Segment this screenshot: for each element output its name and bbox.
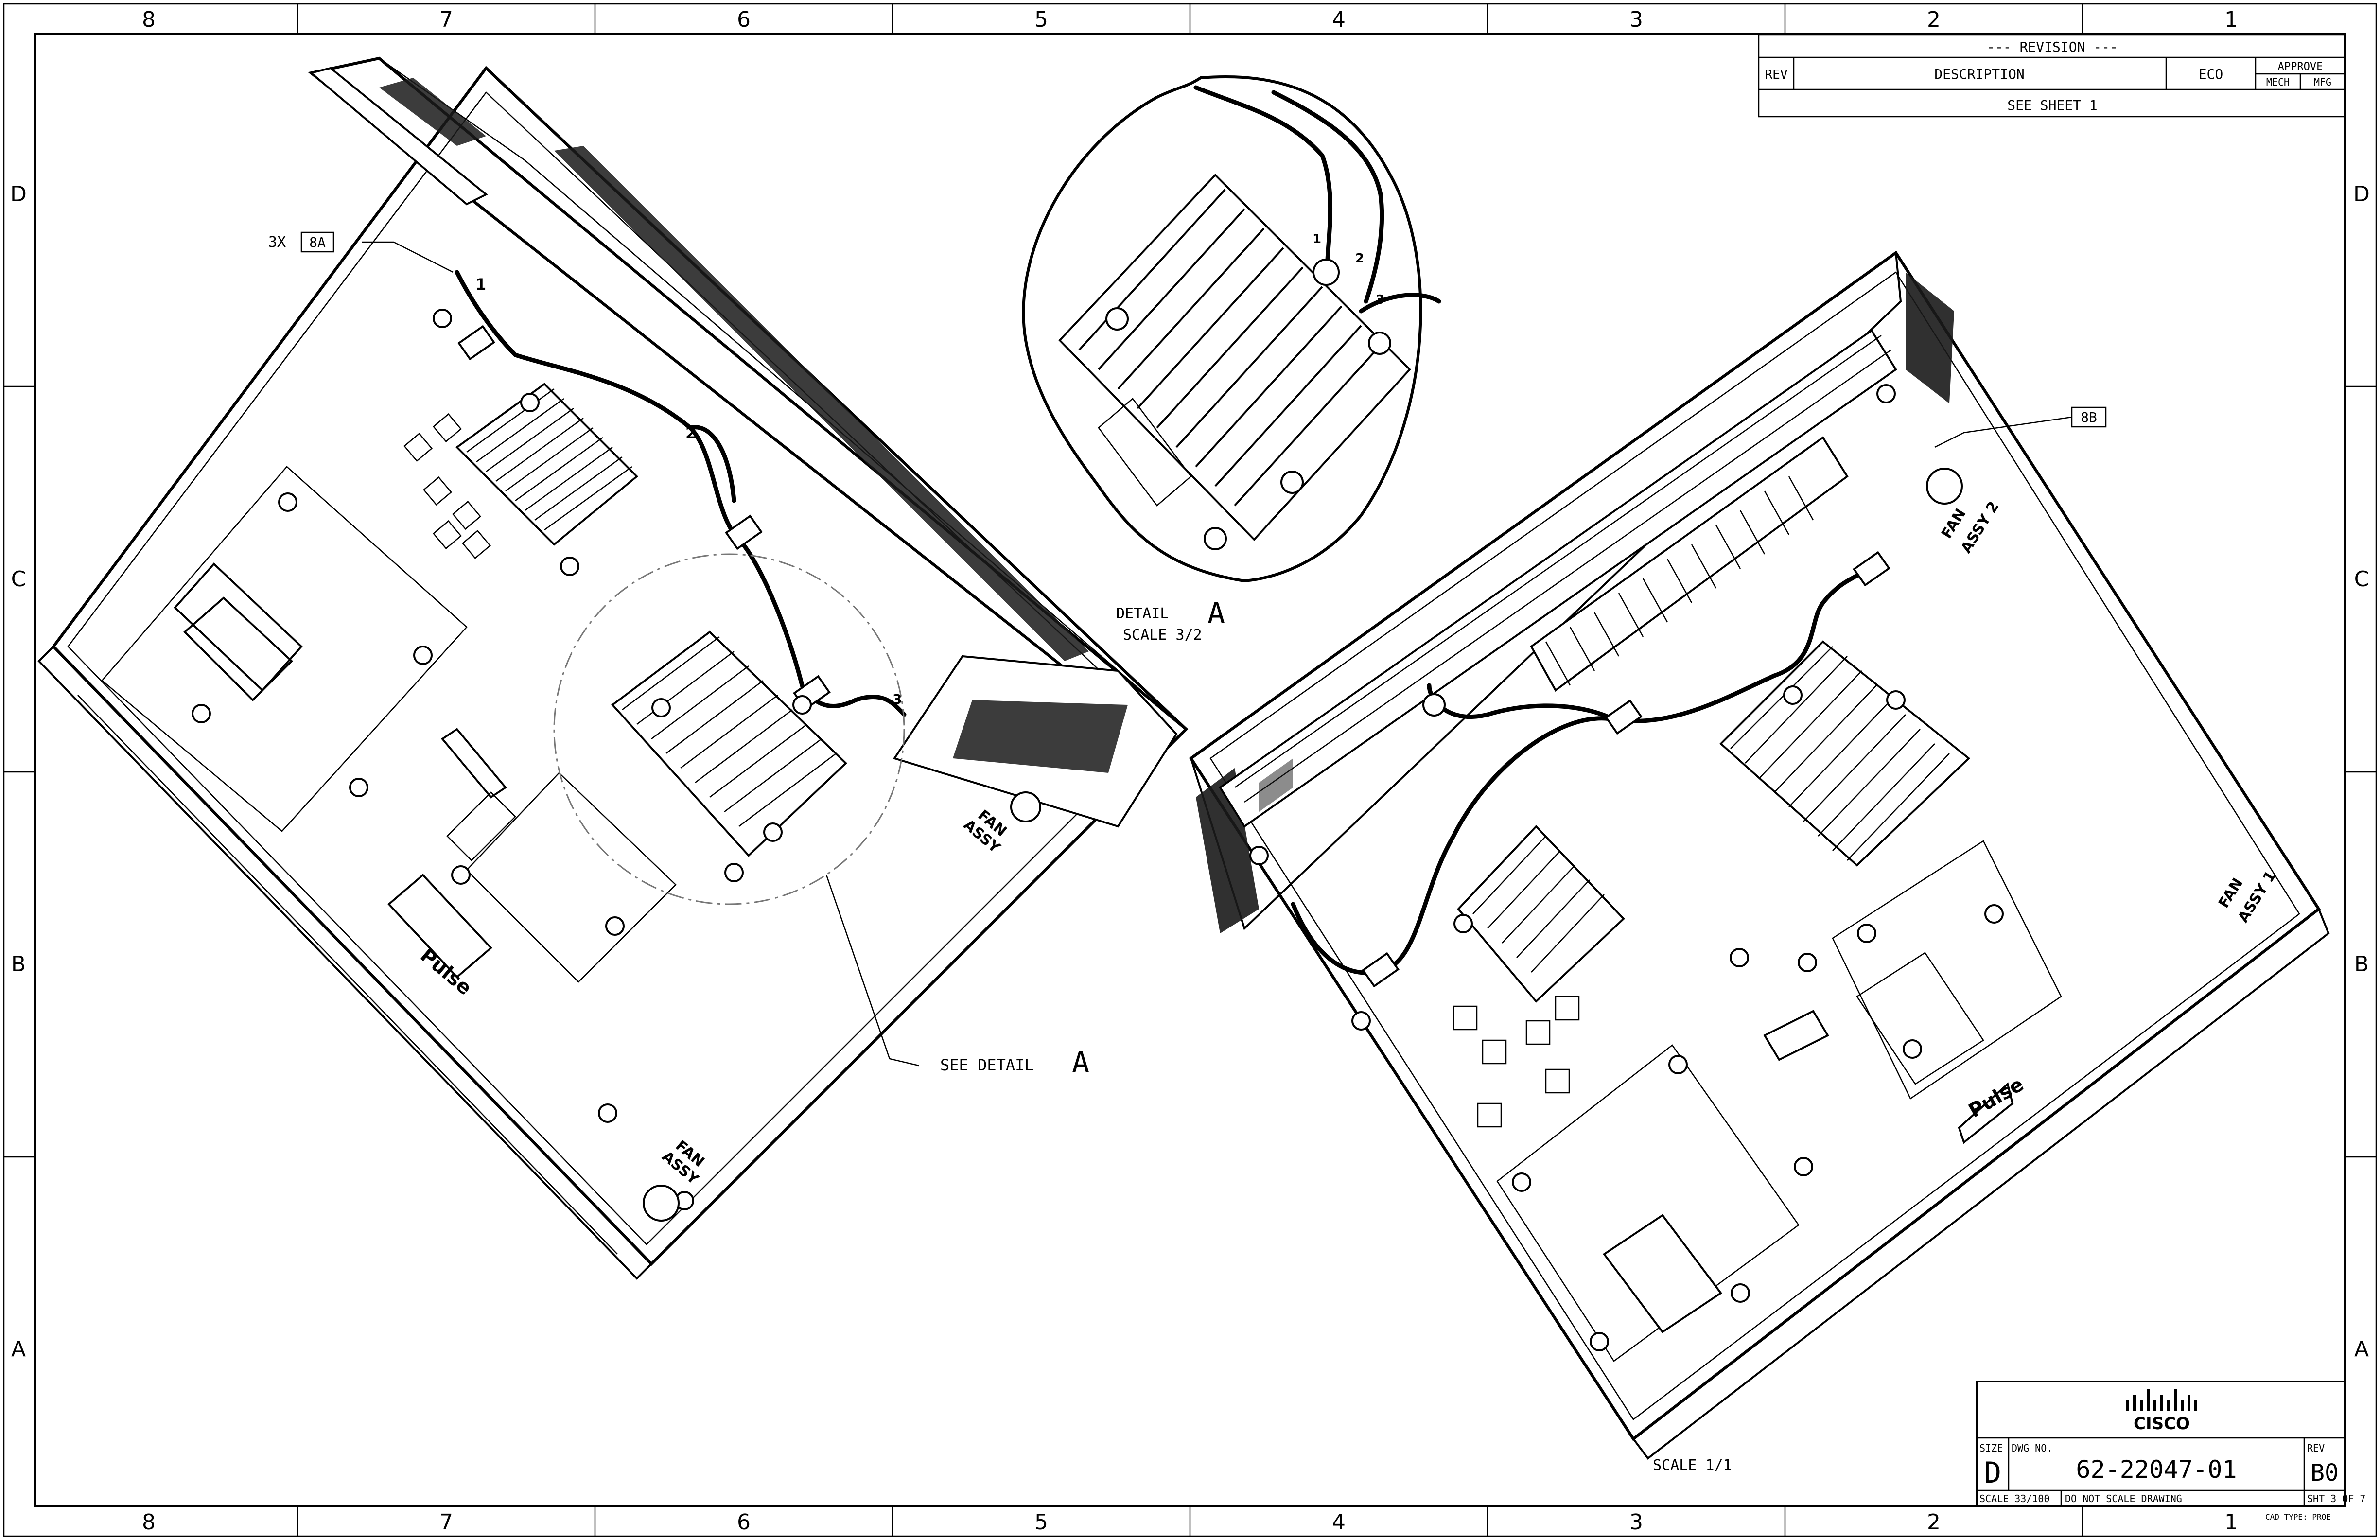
cable-label-2: 2 — [685, 424, 696, 442]
description-header: DESCRIPTION — [1934, 66, 2024, 82]
revision-row-text: SEE SHEET 1 — [2007, 97, 2097, 113]
detail-title: DETAIL — [1116, 605, 1169, 622]
size-label: SIZE — [1979, 1442, 2003, 1454]
callout-quantity: 3X — [268, 234, 286, 251]
callout-8b: 8B — [2081, 409, 2097, 425]
zone-label-top: 4 — [1332, 7, 1346, 32]
do-not-scale-note: DO NOT SCALE DRAWING — [2065, 1493, 2182, 1505]
zone-label-top: 5 — [1034, 7, 1048, 32]
detail-cable-label-2: 2 — [1355, 251, 1364, 266]
zone-label-bottom: 2 — [1927, 1510, 1941, 1535]
see-detail-letter: A — [1072, 1046, 1089, 1080]
zone-label-left: A — [11, 1337, 26, 1362]
zone-label-top: 2 — [1927, 7, 1941, 32]
zone-label-top: 7 — [439, 7, 453, 32]
mech-header: MECH — [2266, 76, 2290, 88]
rev-label: REV — [2307, 1442, 2325, 1454]
zone-label-bottom: 6 — [737, 1510, 751, 1535]
left-chassis-view — [37, 56, 1189, 1280]
dwg-number: 62-22047-01 — [2076, 1455, 2237, 1484]
right-chassis-view — [1189, 250, 2330, 1460]
revision-block — [1758, 34, 2346, 118]
mfg-header: MFG — [2314, 76, 2331, 88]
zone-label-top: 8 — [142, 7, 156, 32]
zone-label-right: B — [2354, 952, 2369, 977]
cad-type: CAD TYPE: PROE — [2265, 1512, 2331, 1522]
right-view-scale: SCALE 1/1 — [1653, 1457, 1732, 1474]
detail-cable-label-3: 3 — [1376, 293, 1384, 307]
title-block — [1976, 1381, 2346, 1507]
zone-label-bottom: 8 — [142, 1510, 156, 1535]
zone-label-top: 3 — [1629, 7, 1643, 32]
zone-label-bottom: 7 — [439, 1510, 453, 1535]
see-detail-text: SEE DETAIL — [940, 1056, 1034, 1074]
zone-label-bottom: 4 — [1332, 1510, 1346, 1535]
zone-label-left: B — [11, 952, 26, 977]
dwg-label: DWG NO. — [2012, 1442, 2052, 1454]
zone-label-top: 6 — [737, 7, 751, 32]
detail-cable-label-1: 1 — [1312, 232, 1321, 246]
zone-label-right: D — [2353, 182, 2370, 207]
zone-label-left: C — [11, 567, 26, 592]
approve-header: APPROVE — [2278, 61, 2323, 73]
zone-label-left: D — [10, 182, 27, 207]
callout-8b-box — [2071, 406, 2107, 428]
callout-ref: 8A — [309, 234, 326, 250]
zone-label-right: C — [2354, 567, 2369, 592]
title-scale: SCALE 33/100 — [1979, 1493, 2050, 1505]
revision-title: --- REVISION --- — [1987, 39, 2118, 55]
callout-ref-box — [300, 231, 334, 253]
zone-label-bottom: 3 — [1629, 1510, 1643, 1535]
detail-a-circle — [553, 553, 905, 905]
rev-value: B0 — [2310, 1459, 2339, 1487]
eco-header: ECO — [2199, 66, 2223, 82]
fan2-line2: ASSY 2 — [1958, 499, 2002, 557]
zone-label-bottom: 1 — [2224, 1510, 2238, 1535]
detail-scale: SCALE 3/2 — [1123, 627, 1202, 644]
zone-label-bottom: 5 — [1034, 1510, 1048, 1535]
fan1-line2: ASSY 1 — [2235, 868, 2279, 926]
sheet-number: SHT 3 OF 7 — [2307, 1493, 2365, 1505]
cable-label-3: 3 — [892, 691, 902, 707]
detail-letter: A — [1208, 596, 1225, 630]
zone-label-right: A — [2354, 1337, 2369, 1362]
cable-label-1: 1 — [475, 275, 486, 294]
zone-label-top: 1 — [2224, 7, 2238, 32]
size-value: D — [1984, 1456, 2001, 1490]
rev-header: REV — [1765, 68, 1788, 82]
detail-a-view — [1022, 75, 1441, 583]
zone-ticks — [4, 4, 2376, 1536]
cisco-logo-text: CISCO — [2134, 1414, 2190, 1434]
